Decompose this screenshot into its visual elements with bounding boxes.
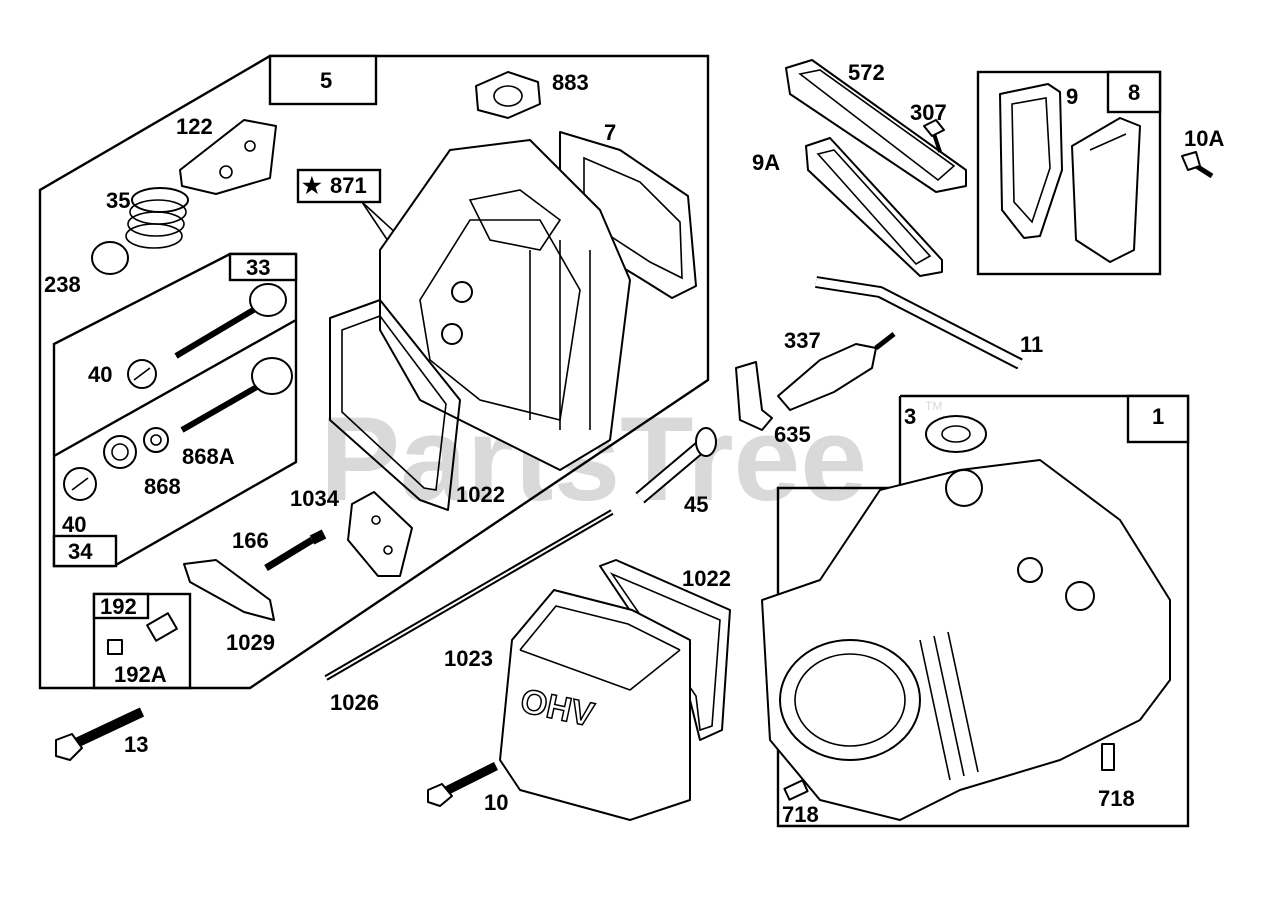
- part-35-spring[interactable]: [125, 187, 189, 249]
- part-45-pin[interactable]: [635, 427, 717, 504]
- label-45: 45: [684, 492, 708, 517]
- callout-box-8[interactable]: 8: [1106, 70, 1162, 114]
- callout-box-33[interactable]: 33: [228, 252, 298, 282]
- part-intake-valve[interactable]: [174, 283, 287, 359]
- label-1022-lower: 1022: [682, 566, 731, 591]
- part-10-bolt[interactable]: [427, 761, 499, 807]
- label-572: 572: [848, 60, 885, 85]
- part-1023-valve-cover[interactable]: OHV: [499, 589, 691, 821]
- label-40-lower: 40: [62, 512, 86, 537]
- label-1023: 1023: [444, 646, 493, 671]
- label-35: 35: [106, 188, 130, 213]
- label-8: 8: [1128, 80, 1140, 105]
- part-1034-plate[interactable]: [347, 491, 413, 577]
- label-635: 635: [774, 422, 811, 447]
- part-337-spark-plug[interactable]: [777, 332, 896, 411]
- part-122-bracket[interactable]: [179, 119, 277, 195]
- label-192: 192: [100, 594, 137, 619]
- part-868-seal[interactable]: [103, 435, 137, 469]
- part-883-gasket[interactable]: [475, 71, 541, 119]
- part-9-gasket[interactable]: [999, 83, 1063, 239]
- part-718-dowel-right[interactable]: [1101, 743, 1115, 771]
- part-718-dowel-left[interactable]: [783, 779, 809, 801]
- label-3: 3: [904, 404, 916, 429]
- part-3-oil-seal[interactable]: [925, 415, 987, 453]
- label-7: 7: [604, 120, 616, 145]
- part-192-adjuster[interactable]: [107, 612, 178, 655]
- part-40-retainer-lower[interactable]: [63, 467, 97, 501]
- part-635-spark-boot[interactable]: [735, 361, 773, 431]
- label-1026: 1026: [330, 690, 379, 715]
- label-871: 871: [330, 173, 367, 198]
- label-10A: 10A: [1184, 126, 1224, 151]
- label-122: 122: [176, 114, 213, 139]
- callout-box-34[interactable]: 34: [52, 534, 118, 568]
- part-572-gasket[interactable]: [785, 59, 967, 193]
- part-crankcase-cylinder[interactable]: [761, 459, 1171, 821]
- group-frame-8: [976, 70, 1162, 276]
- label-10: 10: [484, 790, 508, 815]
- label-33: 33: [246, 255, 270, 280]
- star-icon: ★: [302, 173, 322, 198]
- part-40-retainer-upper[interactable]: [127, 359, 157, 389]
- label-5: 5: [320, 68, 332, 93]
- label-166: 166: [232, 528, 269, 553]
- label-238: 238: [44, 272, 81, 297]
- part-exhaust-valve[interactable]: [180, 357, 293, 433]
- callout-box-871[interactable]: ★ 871: [296, 168, 382, 204]
- label-1022-upper: 1022: [456, 482, 505, 507]
- label-307: 307: [910, 100, 947, 125]
- label-718-left: 718: [782, 802, 819, 827]
- part-166-stud[interactable]: [264, 529, 327, 571]
- part-1026-push-rod[interactable]: [324, 509, 614, 681]
- part-868A-washer[interactable]: [143, 427, 169, 453]
- part-307-screw[interactable]: [923, 119, 945, 153]
- part-10A-screw[interactable]: [1181, 151, 1214, 179]
- label-868: 868: [144, 474, 181, 499]
- part-9A-gasket[interactable]: [805, 137, 943, 277]
- part-238-cap[interactable]: [91, 241, 129, 275]
- part-breather-cover[interactable]: [1071, 117, 1141, 263]
- label-868A: 868A: [182, 444, 235, 469]
- part-cylinder-head[interactable]: [379, 139, 631, 471]
- label-13: 13: [124, 732, 148, 757]
- part-13-bolt[interactable]: [55, 707, 145, 761]
- label-1: 1: [1152, 404, 1164, 429]
- callout-box-5[interactable]: 5: [268, 54, 378, 106]
- label-11: 11: [1020, 332, 1043, 357]
- label-34: 34: [68, 539, 93, 564]
- label-40-upper: 40: [88, 362, 112, 387]
- callout-box-192[interactable]: 192: [92, 592, 150, 620]
- label-192A: 192A: [114, 662, 167, 687]
- label-9A: 9A: [752, 150, 780, 175]
- part-1022-gasket-upper[interactable]: [329, 299, 461, 511]
- label-9: 9: [1066, 84, 1078, 109]
- part-11-tube[interactable]: [815, 276, 1023, 370]
- label-883: 883: [552, 70, 589, 95]
- label-1034: 1034: [290, 486, 340, 511]
- label-718-right: 718: [1098, 786, 1135, 811]
- label-337: 337: [784, 328, 821, 353]
- part-1029-rocker-arm[interactable]: [183, 559, 275, 621]
- label-1029: 1029: [226, 630, 275, 655]
- watermark-trademark: TM: [925, 399, 942, 413]
- callout-box-1[interactable]: 1: [1126, 394, 1190, 444]
